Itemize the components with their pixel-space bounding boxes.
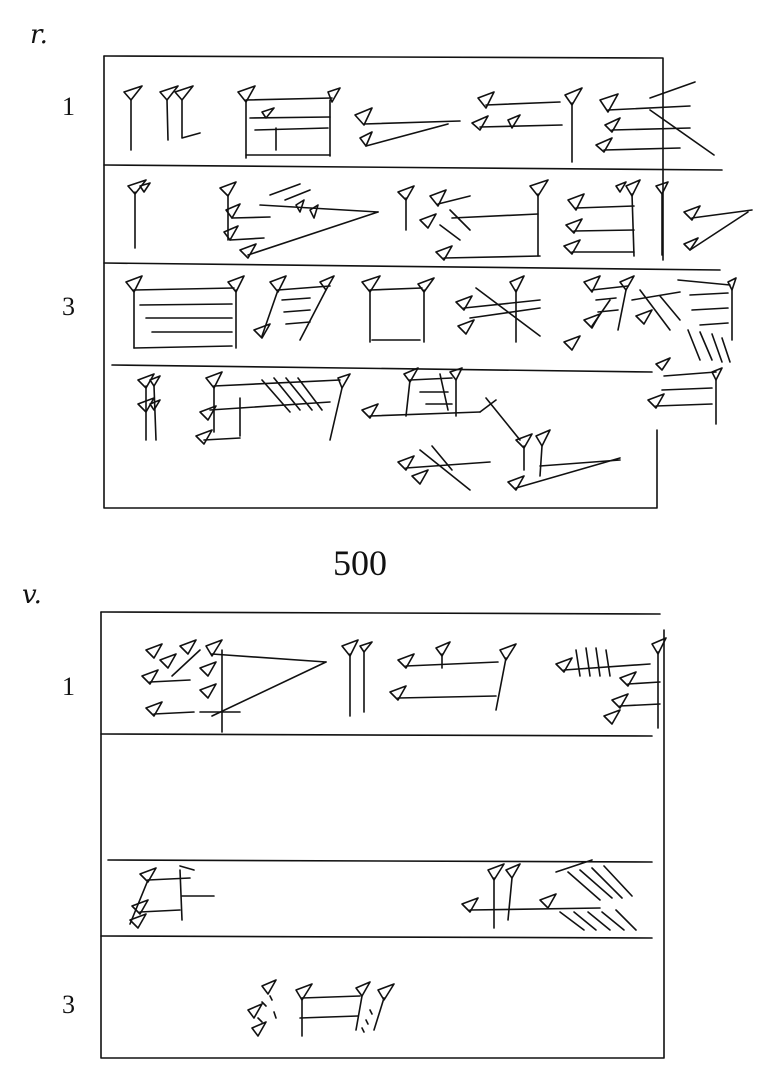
reverse-frame	[100, 611, 665, 1059]
obverse-side-label: r.	[30, 20, 48, 50]
reverse-line-number-1: 1	[62, 672, 75, 701]
obverse-line-number-1: 1	[62, 92, 75, 121]
reverse-line-1-signs	[141, 637, 667, 733]
obverse-line-3-signs	[125, 275, 737, 363]
obverse-line-4-signs	[137, 357, 723, 491]
reverse-line-2-signs	[129, 859, 637, 931]
obverse-frame	[103, 55, 723, 509]
obverse-line-number-3: 3	[62, 292, 75, 321]
obverse-line-1-signs	[123, 81, 715, 163]
reverse-line-3-signs	[247, 979, 395, 1037]
tablet-number: 500	[333, 543, 387, 583]
reverse-side-label: v.	[22, 580, 42, 610]
obverse-line-2-signs	[127, 179, 753, 261]
reverse-line-number-3: 3	[62, 990, 75, 1019]
